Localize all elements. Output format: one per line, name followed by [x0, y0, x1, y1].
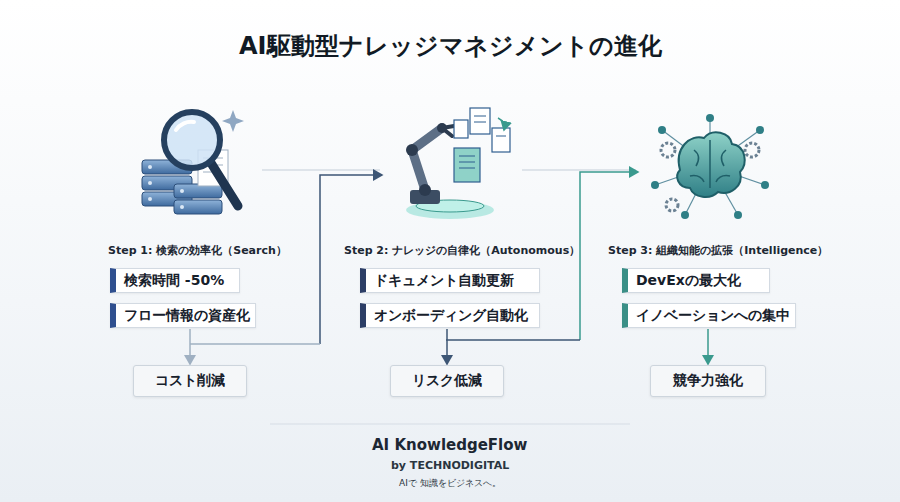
faint-line [262, 169, 380, 171]
brain-icon [651, 114, 769, 219]
robot-arm-icon [406, 108, 510, 219]
brand-name: AI KnowledgeFlow [372, 436, 527, 454]
step-heading: Step 1: 検索の効率化（Search） [108, 243, 287, 258]
box-text: コスト削減 [155, 372, 225, 390]
outcome-box: コスト削減 [133, 365, 247, 397]
step-heading: Step 3: 組織知能の拡張（Intelligence） [608, 243, 828, 258]
box-text: DevExの最大化 [636, 272, 741, 290]
box-text: イノベーションへの集中 [636, 307, 790, 325]
box-text: フロー情報の資産化 [124, 307, 250, 325]
box-text: 競争力強化 [673, 372, 743, 390]
outcome-box: 競争力強化 [650, 365, 766, 397]
box-text: リスク低減 [412, 372, 482, 390]
faint-line [522, 169, 636, 171]
box-text: オンボーディング自動化 [374, 307, 528, 325]
diagram-title: AI駆動型ナレッジマネジメントの進化 [239, 30, 662, 62]
feature-box: 検索時間 -50% [110, 268, 240, 293]
feature-box: フロー情報の資産化 [110, 303, 256, 328]
connector-arrow [446, 329, 448, 364]
feature-box: イノベーションへの集中 [622, 303, 796, 328]
search-icon [142, 110, 244, 214]
brand-tagline: AIで 知識をビジネスへ。 [399, 477, 501, 490]
separator [270, 424, 630, 425]
connector-arrow [707, 329, 709, 364]
feature-box: オンボーディング自動化 [360, 303, 540, 328]
outcome-box: リスク低減 [390, 365, 504, 397]
box-text: 検索時間 -50% [124, 272, 224, 290]
feature-box: DevExの最大化 [622, 268, 770, 293]
flow-line [190, 343, 320, 345]
brand-company: by TECHNODIGITAL [391, 459, 509, 472]
box-text: ドキュメント自動更新 [374, 272, 514, 290]
step-heading: Step 2: ナレッジの自律化（Autonomous） [344, 243, 580, 258]
connector-arrow [189, 329, 191, 364]
feature-box: ドキュメント自動更新 [360, 268, 540, 293]
flow-line [446, 339, 580, 341]
